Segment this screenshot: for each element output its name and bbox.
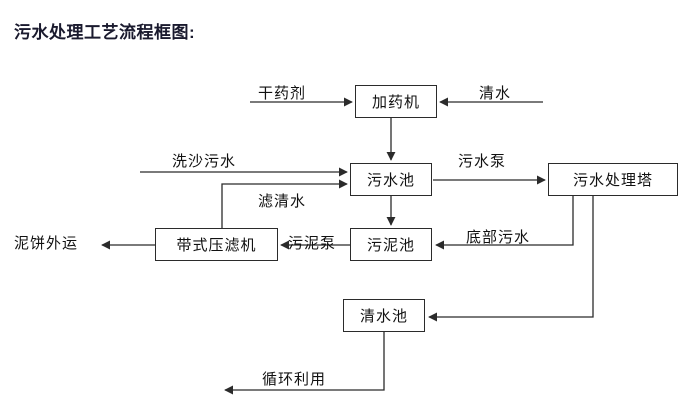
node-label: 污水处理塔: [572, 172, 653, 189]
edge-label-filtrate-water: 滤清水: [258, 193, 307, 210]
node-clear-water-pool[interactable]: 清水池: [343, 299, 425, 332]
node-label: 带式压滤机: [176, 237, 257, 254]
node-label: 污水池: [366, 172, 415, 189]
edge-tower-to-sludge-pool: [435, 196, 574, 250]
terminal-label-dry-agent: 干药剂: [258, 85, 307, 102]
node-label: 加药机: [371, 94, 420, 111]
edge-belt-press-to-sewage-pool: [221, 179, 348, 228]
node-belt-filter-press[interactable]: 带式压滤机: [155, 228, 278, 261]
node-sewage-treatment-tower[interactable]: 污水处理塔: [548, 163, 678, 196]
edge-tower-to-clear-pool: [428, 196, 594, 322]
node-sludge-pool[interactable]: 污泥池: [350, 228, 432, 261]
edge-clear-pool-recycle: [224, 332, 385, 395]
terminal-label-clean-water: 清水: [479, 85, 512, 102]
terminal-label-wash-sand-sewage: 洗沙污水: [172, 153, 237, 170]
node-dosing-machine[interactable]: 加药机: [355, 85, 437, 118]
page-title: 污水处理工艺流程框图:: [14, 23, 196, 42]
node-label: 污泥池: [366, 237, 415, 254]
edge-label-recycle-use: 循环利用: [262, 371, 327, 388]
node-label: 清水池: [359, 308, 408, 325]
edge-label-sewage-pump: 污水泵: [458, 153, 507, 170]
terminal-label-mud-cake-transport: 泥饼外运: [14, 235, 79, 252]
edge-label-bottom-sewage: 底部污水: [466, 229, 531, 246]
node-sewage-pool[interactable]: 污水池: [350, 163, 432, 196]
edge-label-sludge-pump: 污泥泵: [288, 235, 337, 252]
